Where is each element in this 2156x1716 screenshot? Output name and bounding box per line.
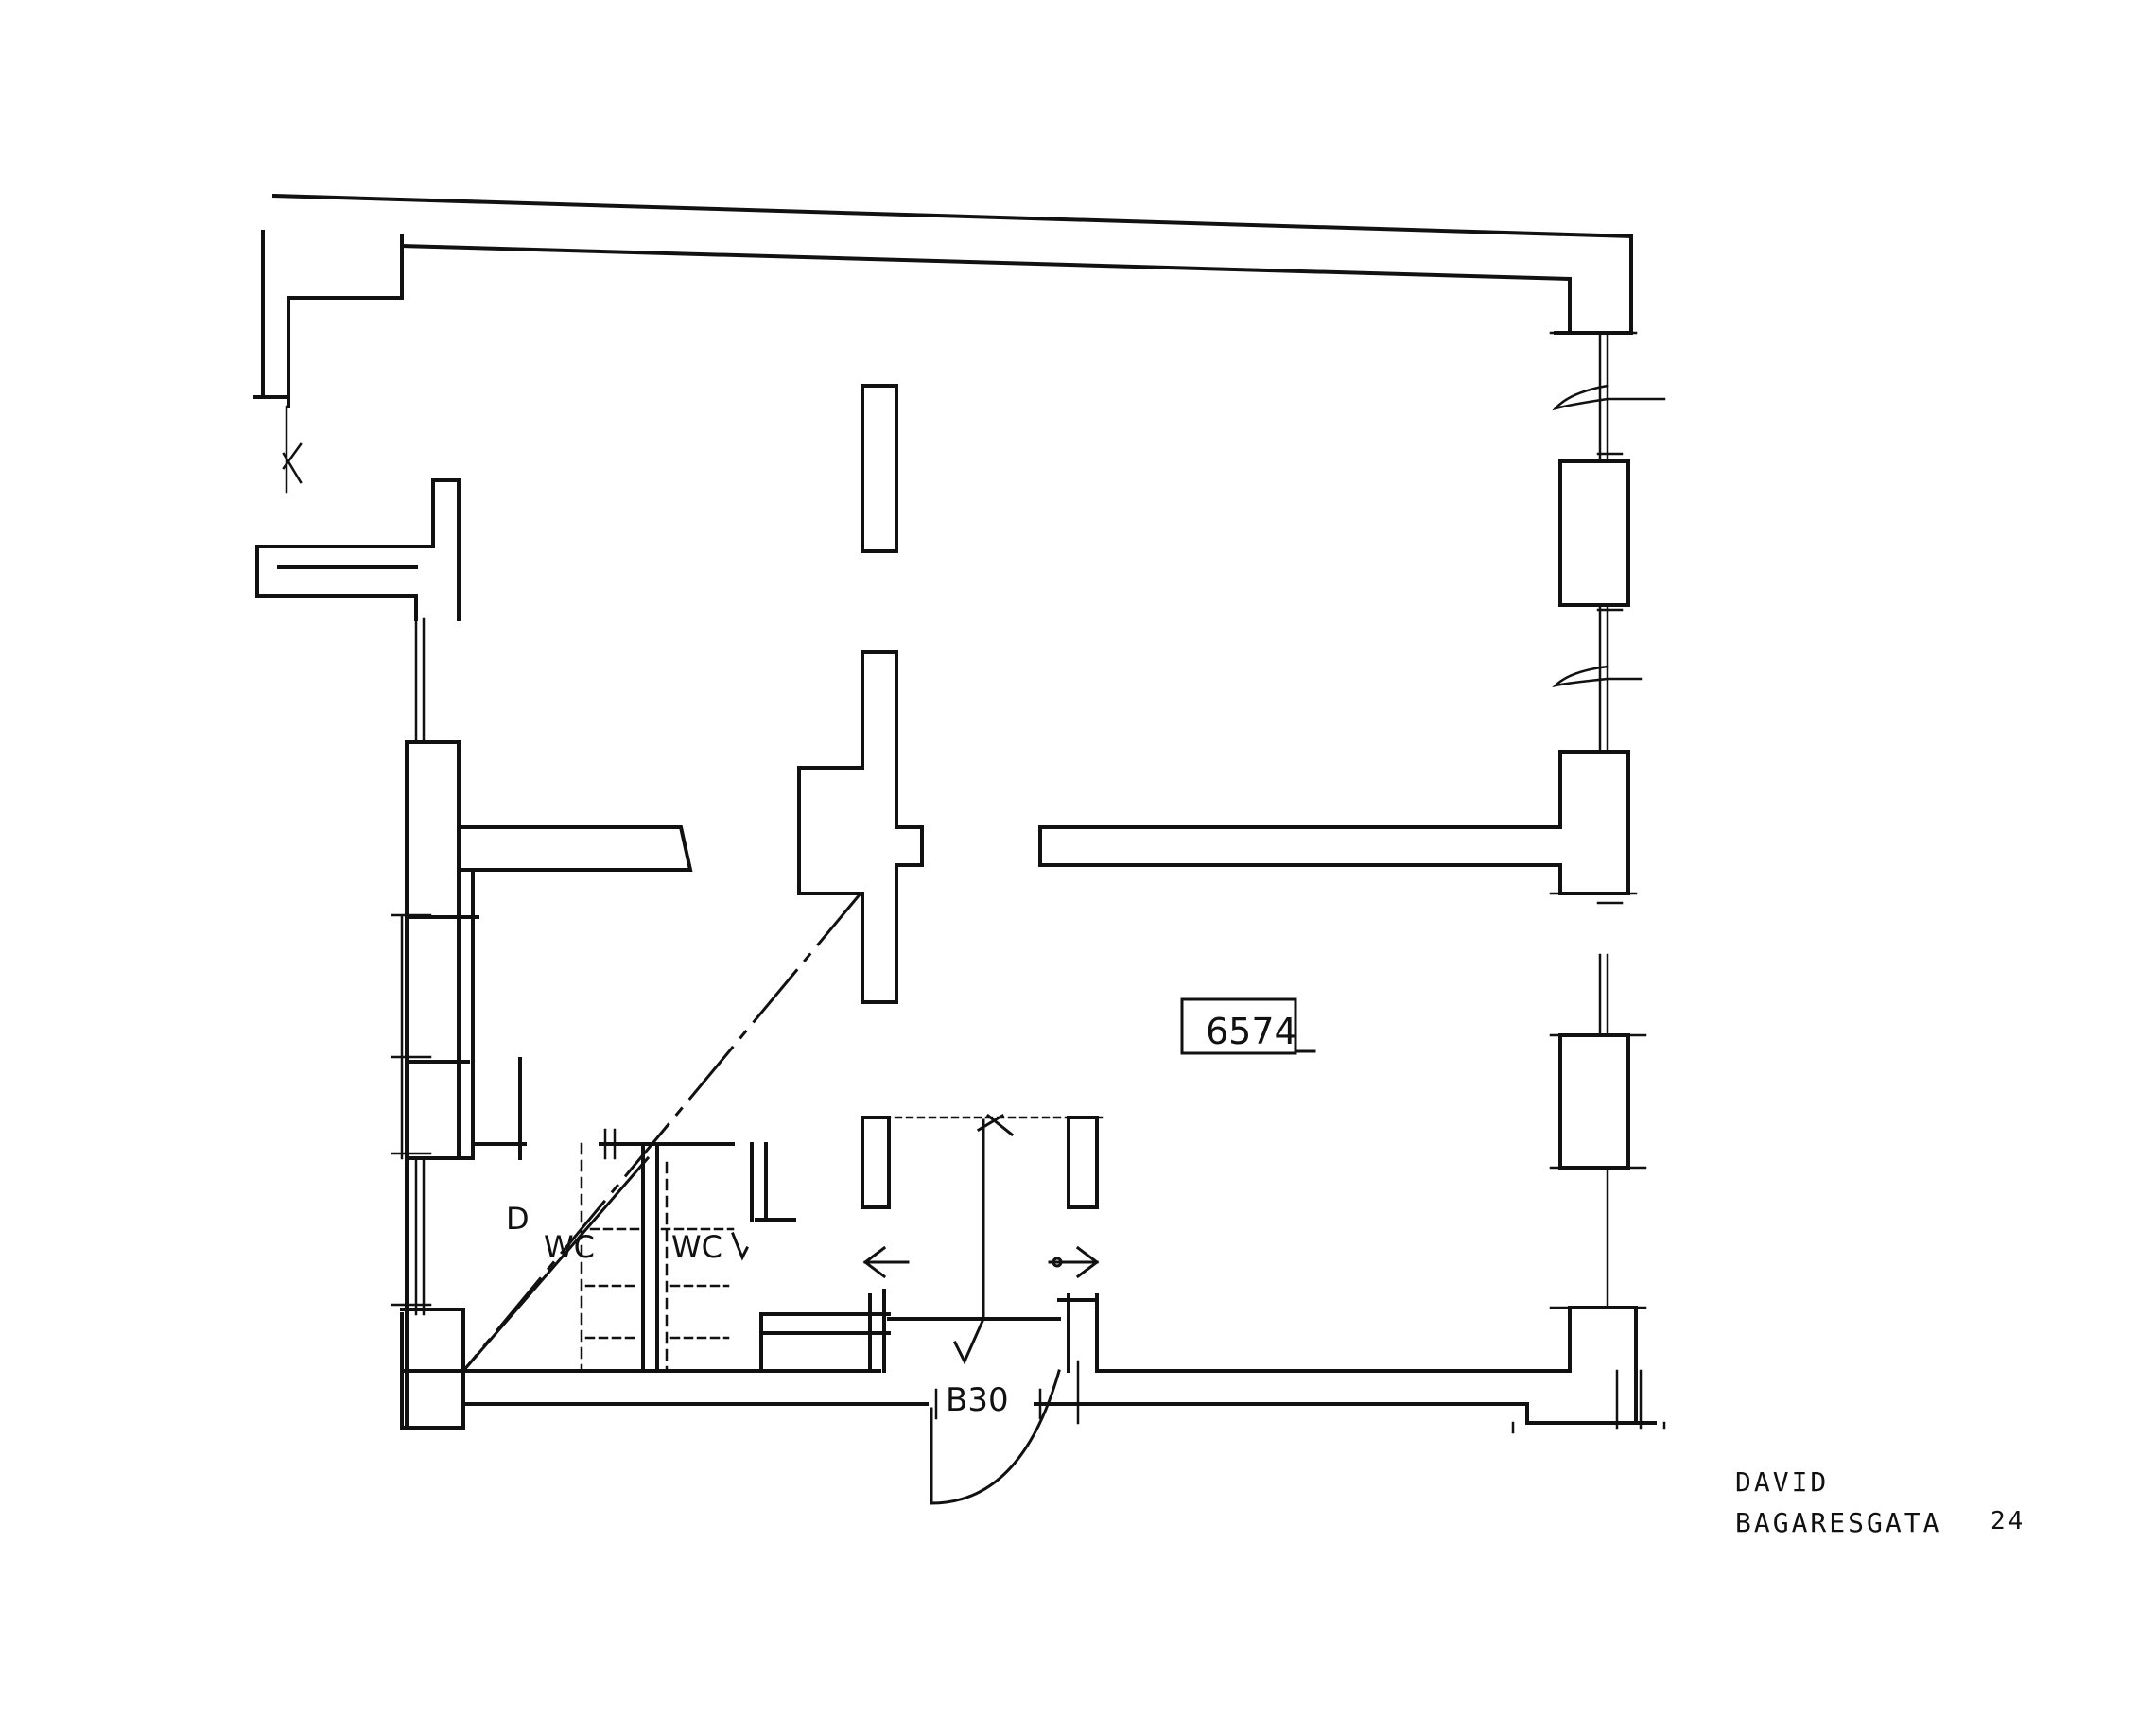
interior-walls [457,384,1099,1373]
room-number-label: 6574 [1206,1011,1297,1052]
stair-diagonal-line [461,891,863,1374]
fixture-marks [731,1232,750,1261]
entrance-door [862,1113,1100,1505]
title-block-line1: DAVID [1735,1466,1829,1498]
room-number-box [1180,997,1297,1055]
title-block-number: 24 [1991,1507,2026,1535]
wc-label-right: WC [671,1229,722,1265]
door-code-label: B30 [946,1381,1009,1419]
outer-walls [253,193,1657,1430]
detail-lines [282,331,1666,1434]
door-label-d: D [506,1201,530,1237]
wc-label-left: WC [544,1229,595,1265]
title-block-line2: BAGARESGATA [1735,1507,1941,1538]
